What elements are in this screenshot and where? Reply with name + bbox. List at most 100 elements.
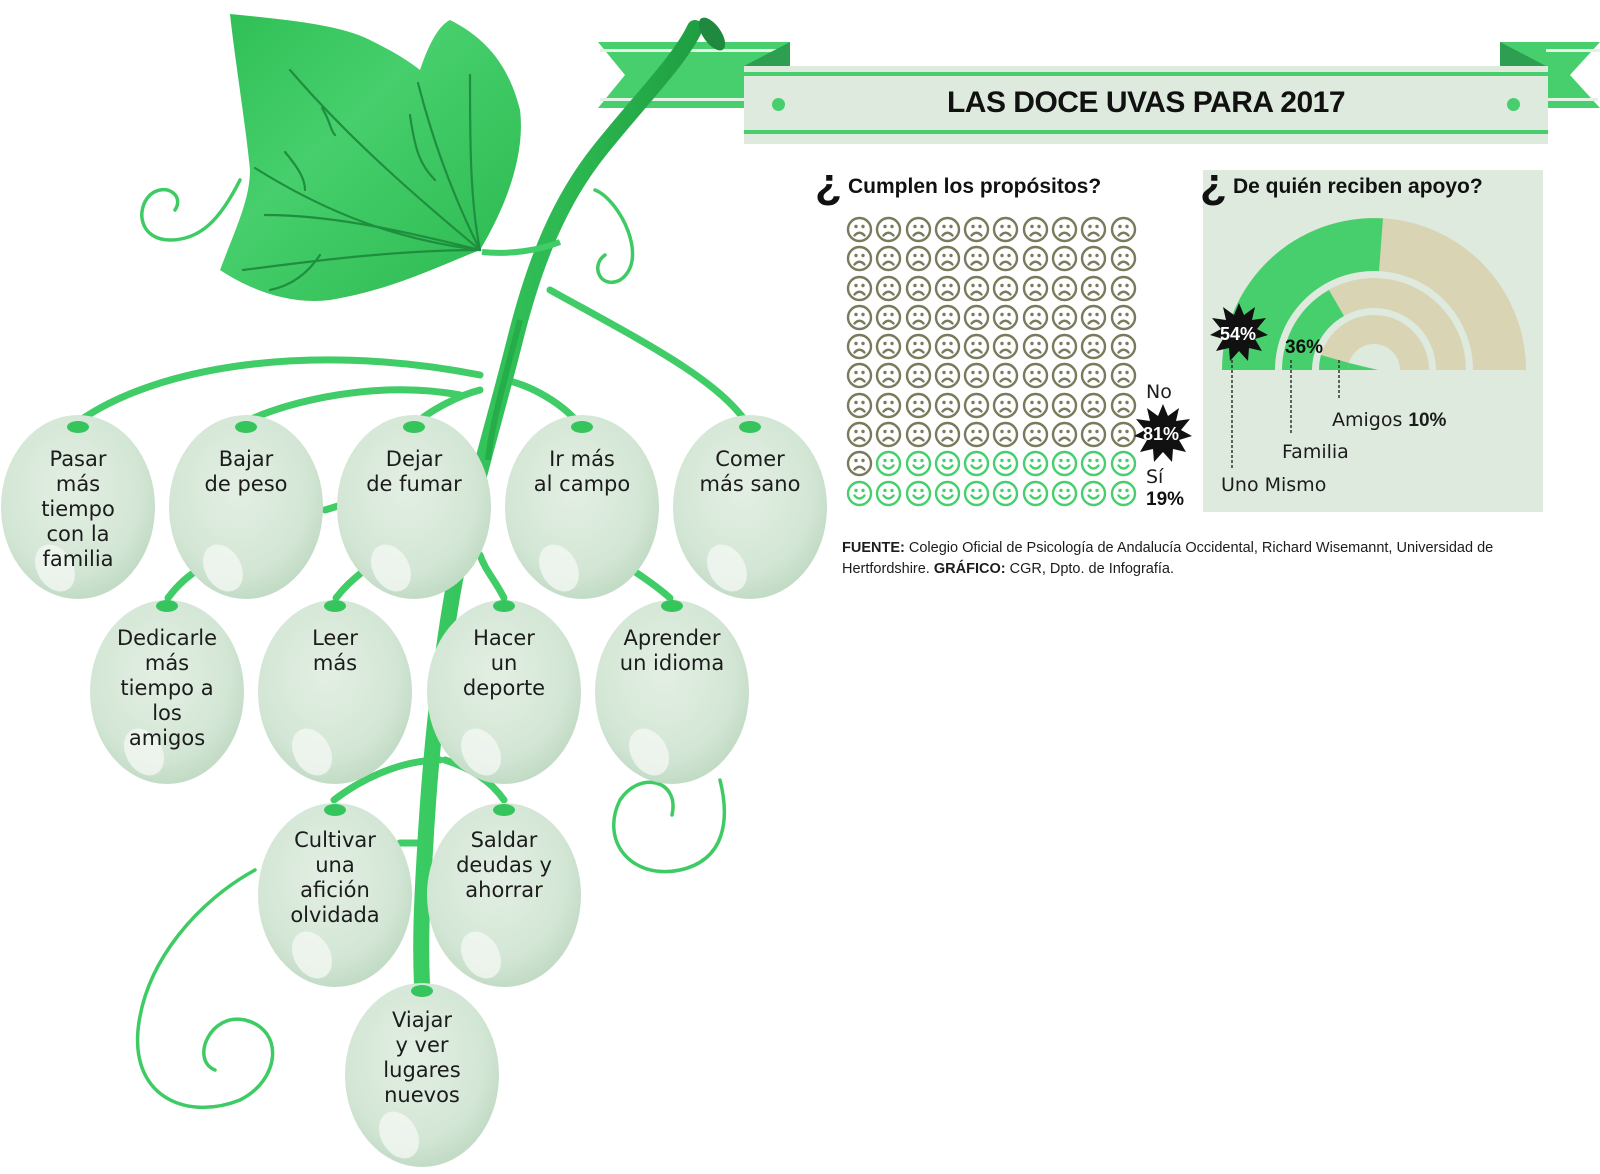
sad-face-icon xyxy=(905,304,934,333)
sad-face-icon xyxy=(934,275,963,304)
happy-face-icon xyxy=(963,480,992,509)
happy-face-icon xyxy=(1022,480,1051,509)
grape-4 xyxy=(505,415,659,599)
amigos-value: 10% xyxy=(1408,410,1447,431)
sad-face-icon xyxy=(934,421,963,450)
sad-face-icon xyxy=(1051,216,1080,245)
support-label-amigos: Amigos 10% xyxy=(1332,409,1446,432)
sad-face-icon xyxy=(934,362,963,391)
sad-face-icon xyxy=(1080,392,1109,421)
support-leader-lines xyxy=(1231,360,1340,468)
sad-face-icon xyxy=(992,421,1021,450)
happy-face-icon xyxy=(934,480,963,509)
happy-face-icon xyxy=(1051,450,1080,479)
sad-face-icon xyxy=(1051,245,1080,274)
sad-face-icon xyxy=(934,304,963,333)
sad-face-icon xyxy=(934,392,963,421)
grape-5 xyxy=(673,415,827,599)
source-label: FUENTE: xyxy=(842,540,905,556)
sad-face-icon xyxy=(963,362,992,391)
sad-face-icon xyxy=(1080,275,1109,304)
sad-face-icon xyxy=(875,304,904,333)
compliance-title: Cumplen los propósitos? xyxy=(848,175,1102,198)
sad-face-icon xyxy=(1080,304,1109,333)
happy-face-icon xyxy=(905,480,934,509)
grape-label-3: Dejar de fumar xyxy=(366,447,462,496)
sad-face-icon xyxy=(1051,392,1080,421)
title-banner: LAS DOCE UVAS PARA 2017 xyxy=(744,66,1548,144)
sad-face-icon xyxy=(1110,304,1139,333)
burst-badge-no xyxy=(1134,404,1192,462)
happy-face-icon xyxy=(934,450,963,479)
sad-face-icon xyxy=(1110,421,1139,450)
sad-face-icon xyxy=(1051,304,1080,333)
happy-face-icon xyxy=(1051,480,1080,509)
sad-face-icon xyxy=(846,421,875,450)
sad-face-icon xyxy=(1080,333,1109,362)
sad-face-icon xyxy=(1051,333,1080,362)
vine-leaf xyxy=(220,14,521,301)
amigos-label: Amigos xyxy=(1332,409,1403,431)
grape-3 xyxy=(337,415,491,599)
grape-label-12: Viajar y ver lugares nuevos xyxy=(383,1008,461,1107)
sad-face-icon xyxy=(846,304,875,333)
support-value-uno-mismo: 54% xyxy=(1220,324,1257,344)
sad-face-icon xyxy=(934,333,963,362)
sad-face-icon xyxy=(1051,275,1080,304)
yes-value: 19% xyxy=(1146,489,1185,510)
sad-face-icon xyxy=(1110,392,1139,421)
burst-badge-54 xyxy=(1210,303,1268,361)
sad-face-icon xyxy=(1022,362,1051,391)
sad-face-icon xyxy=(846,275,875,304)
grape-label-9: Aprender un idioma xyxy=(619,626,725,675)
grapes xyxy=(1,415,827,1167)
sad-face-icon xyxy=(875,421,904,450)
sad-face-icon xyxy=(992,392,1021,421)
happy-face-icon xyxy=(846,480,875,509)
grape-label-4: Ir más al campo xyxy=(533,447,631,496)
sad-face-icon xyxy=(905,421,934,450)
sad-face-icon xyxy=(1051,421,1080,450)
sad-face-icon xyxy=(1080,421,1109,450)
no-label: No xyxy=(1146,381,1172,403)
sad-face-icon xyxy=(992,245,1021,274)
grape-label-2: Bajar de peso xyxy=(204,447,288,496)
sad-face-icon xyxy=(1110,245,1139,274)
sad-face-icon xyxy=(1080,245,1109,274)
sad-face-icon xyxy=(992,216,1021,245)
grape-9 xyxy=(595,600,749,784)
grape-label-7: Leer más xyxy=(312,626,358,675)
happy-face-icon xyxy=(1022,450,1051,479)
sad-face-icon xyxy=(1022,304,1051,333)
sad-face-icon xyxy=(875,245,904,274)
banner-dot-left xyxy=(772,98,785,111)
sad-face-icon xyxy=(1022,275,1051,304)
yes-label: Sí xyxy=(1146,466,1164,488)
happy-face-icon xyxy=(875,450,904,479)
source-text: Colegio Oficial de Psicología de Andaluc… xyxy=(842,540,1494,577)
banner-dot-right xyxy=(1507,98,1520,111)
grape-label-5: Comer más sano xyxy=(699,447,801,496)
grape-label-6: Dedicarle más tiempo a los amigos xyxy=(116,626,218,750)
sad-face-icon xyxy=(1080,216,1109,245)
question-mark-icon: ¿ xyxy=(1200,159,1227,208)
sad-face-icon xyxy=(1022,216,1051,245)
sad-face-icon xyxy=(905,216,934,245)
happy-face-icon xyxy=(905,450,934,479)
sad-face-icon xyxy=(905,275,934,304)
happy-face-icon xyxy=(1110,480,1139,509)
graphic-label: GRÁFICO: xyxy=(933,561,1006,577)
sad-face-icon xyxy=(875,392,904,421)
sad-face-icon xyxy=(934,216,963,245)
support-title: De quién reciben apoyo? xyxy=(1233,175,1483,198)
sad-face-icon xyxy=(846,450,875,479)
sad-face-icon xyxy=(1022,245,1051,274)
sad-face-icon xyxy=(1022,392,1051,421)
sad-face-icon xyxy=(1110,216,1139,245)
sad-face-icon xyxy=(963,275,992,304)
smiley-pictogram-grid xyxy=(846,216,1139,509)
sad-face-icon xyxy=(1051,362,1080,391)
grape-2 xyxy=(169,415,323,599)
sad-face-icon xyxy=(1022,421,1051,450)
happy-face-icon xyxy=(875,480,904,509)
